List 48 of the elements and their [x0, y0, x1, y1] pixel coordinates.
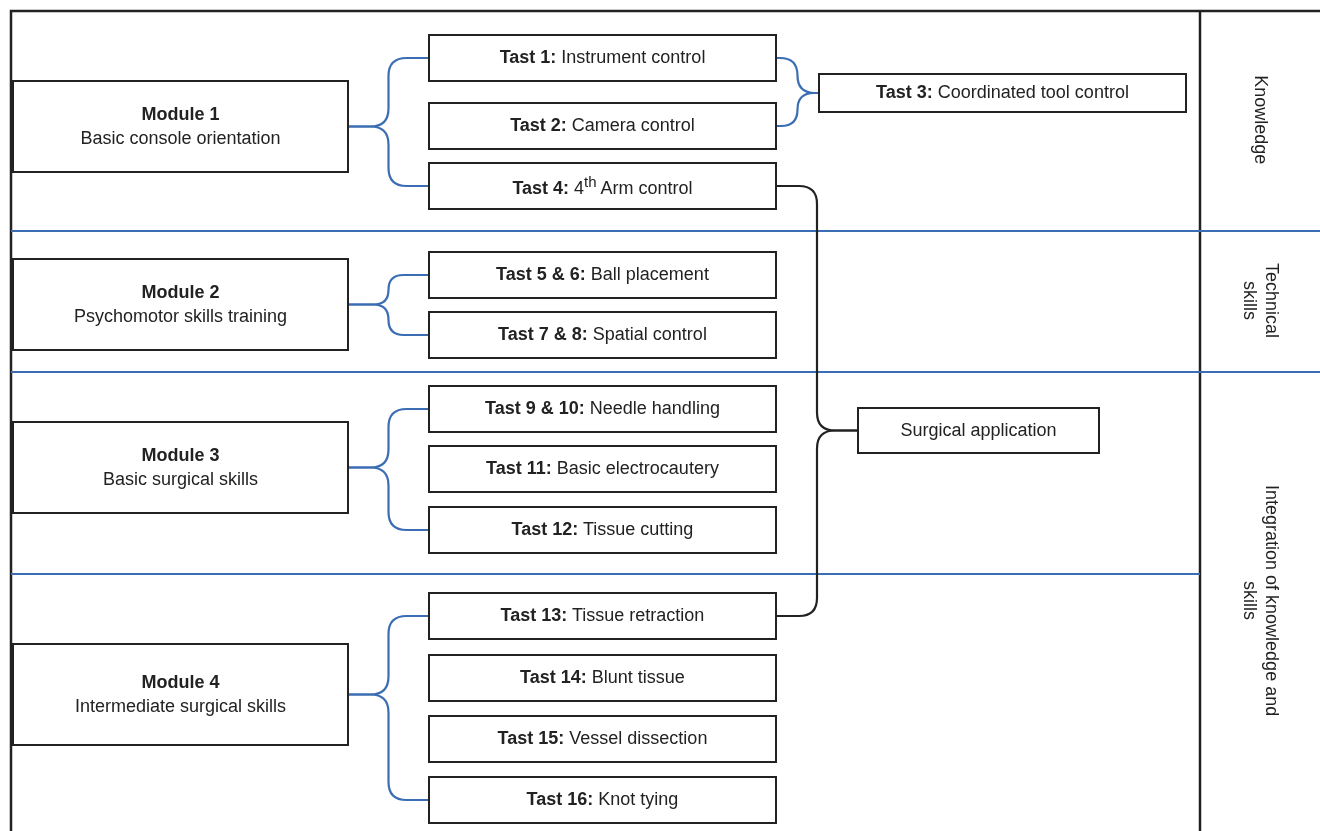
- module-title: Module 3: [141, 444, 220, 468]
- module-box: [12, 258, 349, 351]
- task-box: [428, 506, 777, 554]
- task-label: Tast 7 & 8: Spatial control: [498, 323, 707, 347]
- task-box: [428, 162, 777, 210]
- task-label: Surgical application: [900, 418, 1057, 442]
- task-label: Tast 13: Tissue retraction: [500, 604, 705, 628]
- module-box: [12, 643, 349, 746]
- task-box: [428, 34, 777, 82]
- module-description: Basic console orientation: [80, 126, 281, 150]
- task-label: Tast 5 & 6: Ball placement: [496, 263, 709, 287]
- task-label: Tast 1: Instrument control: [499, 46, 706, 70]
- module-title: Module 2: [141, 281, 220, 305]
- connector-line: [349, 466, 428, 532]
- task-label: Tast 2: Camera control: [510, 114, 695, 138]
- task-label: Tast 16: Knot tying: [526, 788, 679, 812]
- task-box: [428, 445, 777, 493]
- module-title: Module 1: [141, 103, 220, 127]
- module-box: [12, 80, 349, 173]
- module-description: Basic surgical skills: [102, 467, 258, 491]
- category-label: Integration of knowledge and skills: [1239, 483, 1282, 718]
- task-label: Tast 9 & 10: Needle handling: [485, 397, 720, 421]
- task-box: [428, 102, 777, 150]
- module-description: Psychomotor skills training: [73, 304, 288, 328]
- connector-line: [777, 429, 857, 618]
- connector-line: [349, 303, 428, 337]
- task-box: [428, 311, 777, 359]
- task-label: Tast 12: Tissue cutting: [511, 518, 694, 542]
- connector-line: [349, 693, 428, 802]
- module-box: [12, 421, 349, 514]
- module-title: Module 4: [141, 671, 220, 695]
- task-label: Tast 3: Coordinated tool control: [876, 81, 1129, 105]
- task-box: [428, 251, 777, 299]
- task-box: [428, 776, 777, 824]
- task-box: [428, 385, 777, 433]
- task-box: [428, 654, 777, 702]
- task-label: Tast 11: Basic electrocautery: [486, 457, 719, 481]
- category-label: Technical skills: [1239, 261, 1282, 340]
- module-description: Intermediate surgical skills: [74, 694, 287, 718]
- task-label: Tast 14: Blunt tissue: [520, 666, 685, 690]
- task-box: [857, 407, 1100, 454]
- task-label: Tast 15: Vessel dissection: [497, 727, 708, 751]
- connector-line: [349, 125, 428, 188]
- task-box: [428, 592, 777, 640]
- category-label: Knowledge: [1249, 74, 1271, 167]
- task-label: Tast 4: 4$^{th}$ Arm control: [512, 171, 693, 200]
- task-box: [818, 73, 1187, 113]
- task-box: [428, 715, 777, 763]
